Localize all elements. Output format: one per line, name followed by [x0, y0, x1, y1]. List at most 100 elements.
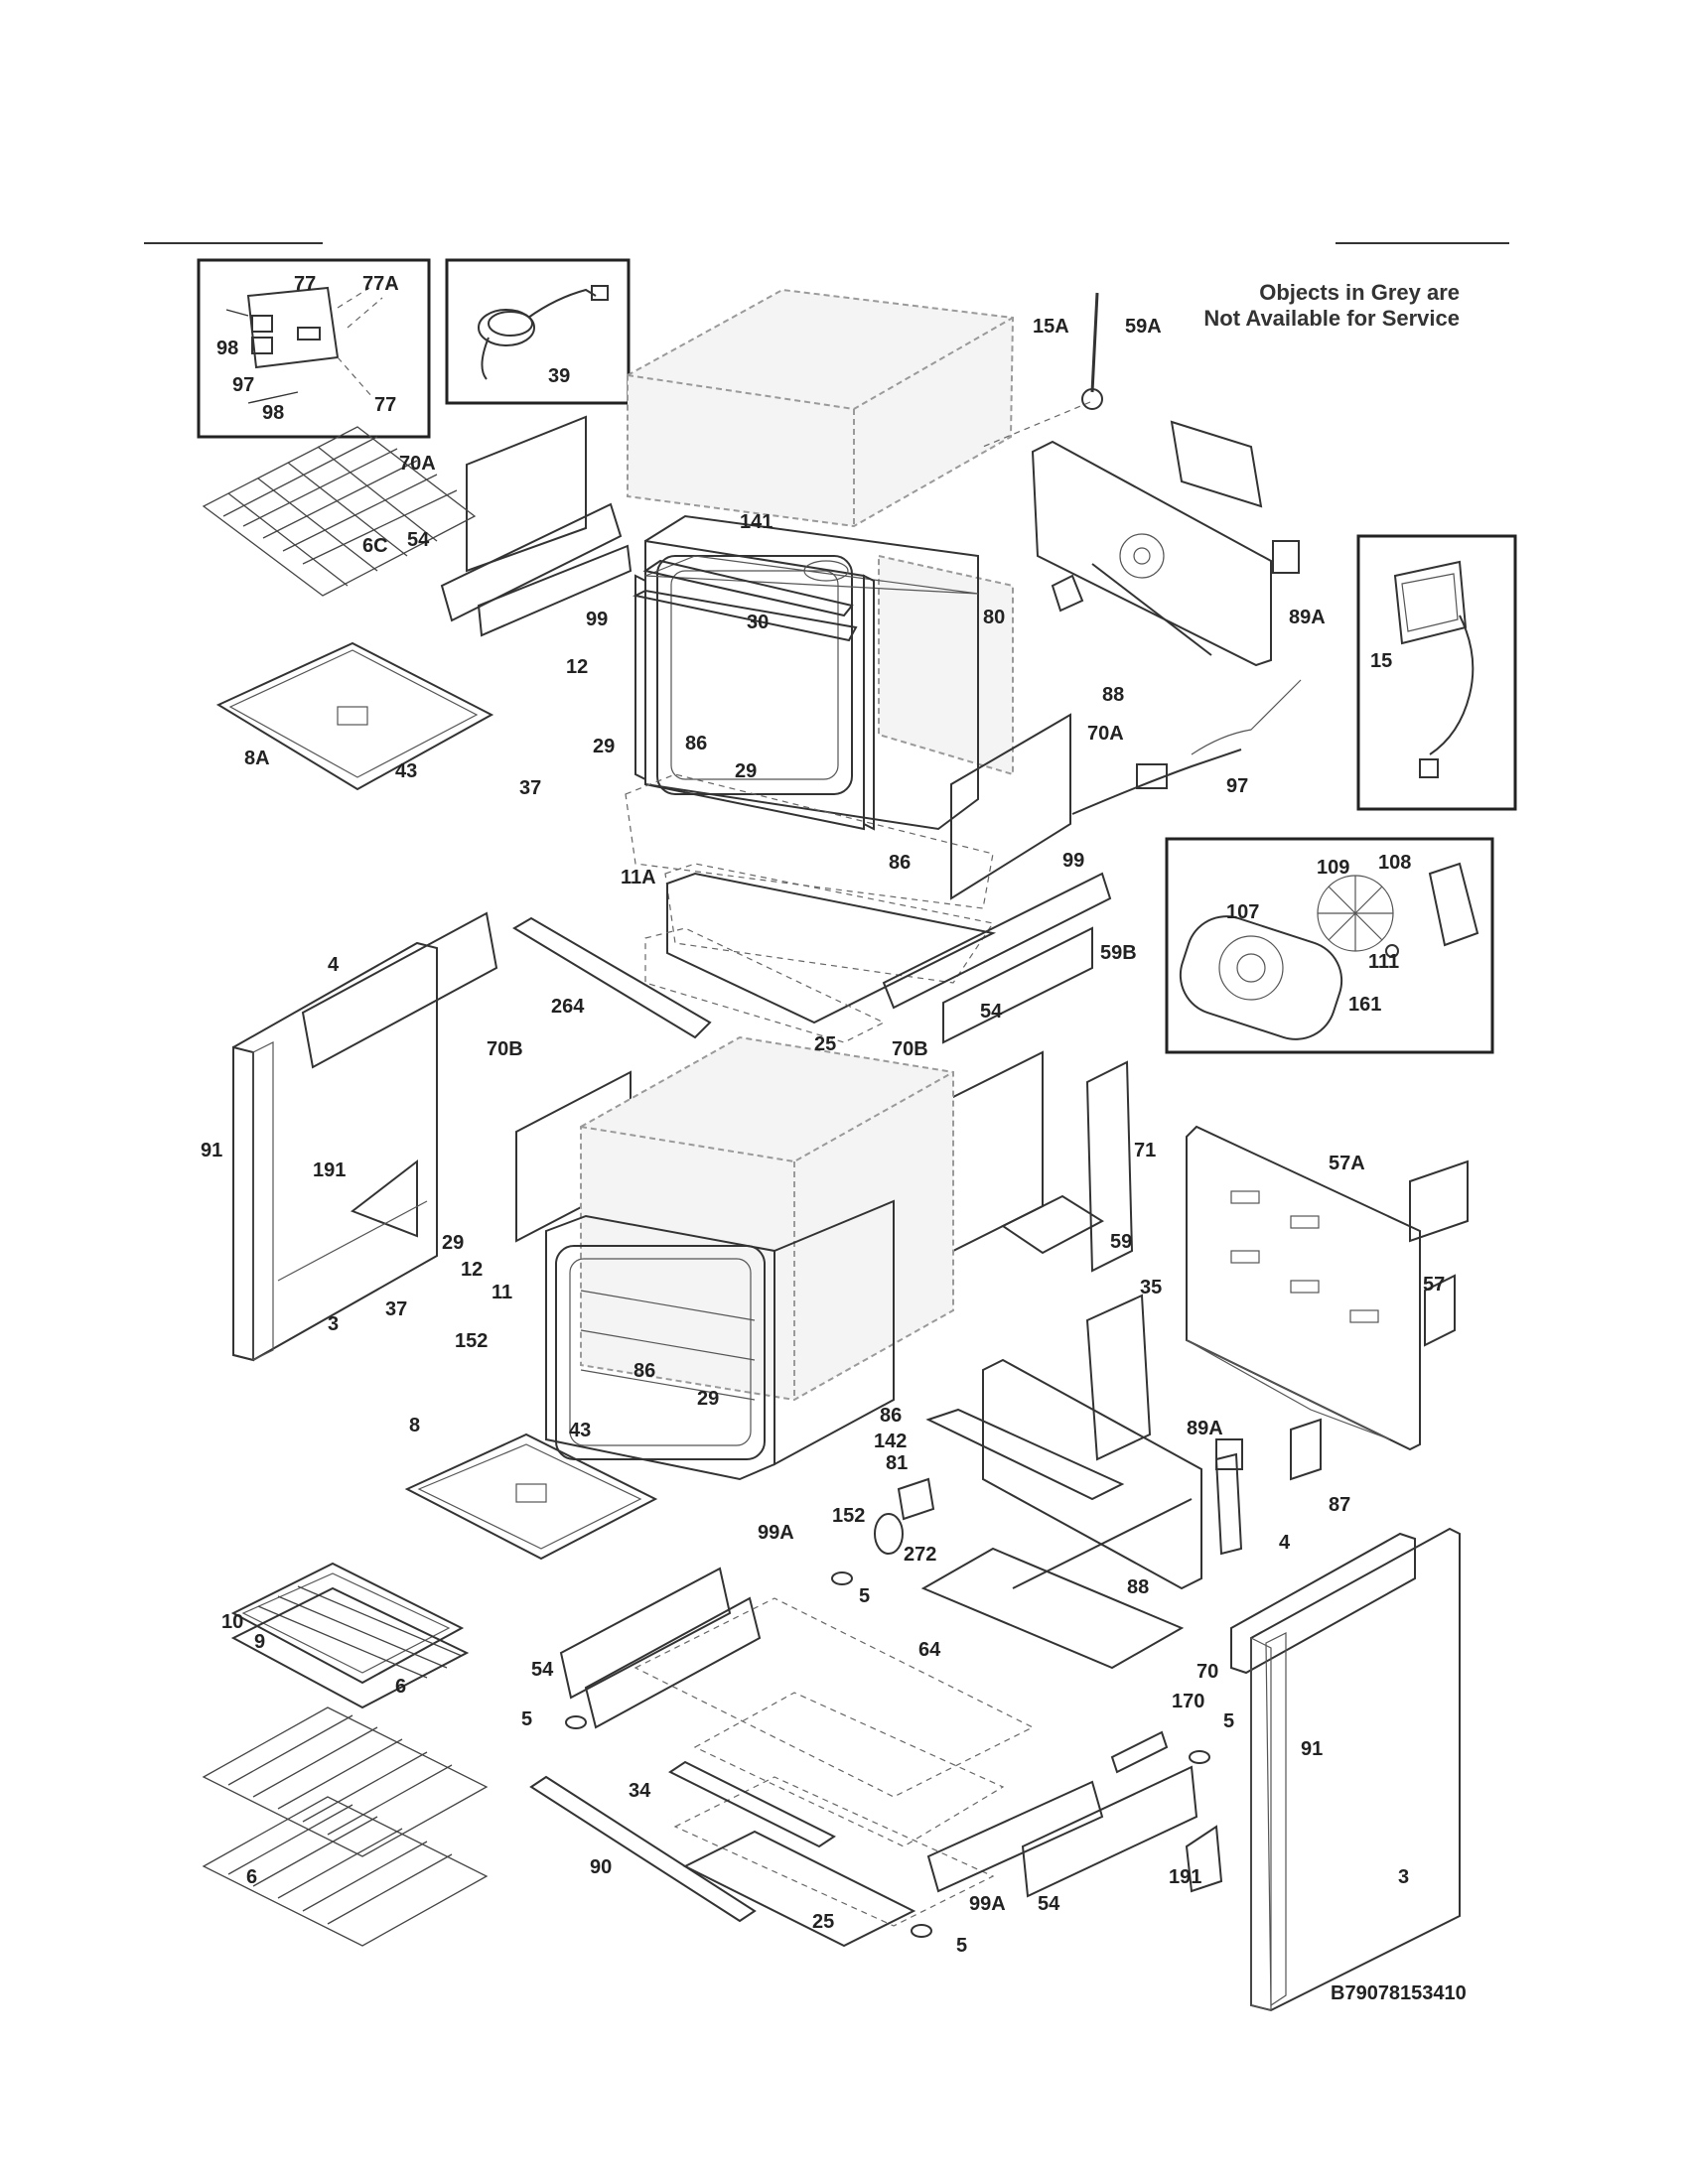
callout-57: 57: [1423, 1274, 1445, 1296]
diagram-code: B79078153410: [1331, 1982, 1467, 2004]
part-10-9-broil-pan: [230, 1562, 470, 1709]
callout-29: 29: [735, 760, 757, 782]
callout-3: 3: [1398, 1866, 1409, 1888]
callout-37: 37: [519, 777, 541, 799]
part-99-left: [477, 544, 633, 637]
part-59: [1001, 1194, 1104, 1255]
callout-11: 11: [492, 1282, 512, 1303]
part-97-harness: [1071, 679, 1302, 815]
callout-15: 15: [1370, 650, 1392, 672]
callout-5: 5: [1223, 1710, 1234, 1732]
inset-module-15: [1356, 534, 1517, 811]
part-141-lower: [632, 589, 858, 642]
upper-bottom-frame: [625, 773, 997, 1043]
callout-54: 54: [980, 1001, 1003, 1023]
callout-10: 10: [221, 1611, 243, 1633]
part-70a-right: [950, 713, 1071, 900]
callout-64: 64: [918, 1639, 941, 1661]
callout-5: 5: [521, 1708, 532, 1730]
rear-panel-71: [1186, 1125, 1469, 1451]
callout-71: 71: [1134, 1140, 1156, 1161]
callout-15a: 15A: [1033, 316, 1069, 338]
callout-4: 4: [328, 954, 340, 976]
callout-43: 43: [395, 760, 417, 782]
callout-43: 43: [569, 1420, 591, 1441]
callout-111: 111: [1368, 951, 1399, 973]
callout-6c: 6C: [362, 535, 388, 557]
callout-99a: 99A: [969, 1893, 1006, 1915]
callout-89a: 89A: [1187, 1418, 1223, 1439]
lower-cabinet-grey: [580, 1035, 954, 1402]
callout-87: 87: [1329, 1494, 1350, 1516]
callout-11a: 11A: [621, 867, 656, 888]
callout-99: 99: [586, 609, 608, 630]
callout-99: 99: [1062, 850, 1084, 872]
callout-9: 9: [254, 1631, 265, 1653]
part-54-mid: [942, 926, 1093, 1044]
part-34: [668, 1760, 836, 1848]
callout-81: 81: [886, 1452, 908, 1474]
callout-107: 107: [1226, 901, 1259, 923]
part-272: [874, 1513, 904, 1555]
callout-86: 86: [880, 1405, 902, 1427]
right-side-panel: [1230, 1527, 1461, 2012]
callout-141: 141: [740, 511, 773, 533]
callout-152: 152: [832, 1505, 865, 1527]
callout-77a: 77A: [362, 273, 399, 295]
callout-8: 8: [409, 1415, 420, 1436]
callout-86: 86: [685, 733, 707, 754]
callout-142: 142: [874, 1431, 907, 1452]
part-15a-sensor: [982, 292, 1103, 448]
callout-70b: 70B: [892, 1038, 928, 1060]
lower-internal-frame: [920, 1358, 1243, 1670]
callout-108: 108: [1378, 852, 1411, 874]
part-87: [1290, 1418, 1322, 1481]
part-70a-left: [466, 415, 587, 573]
callout-170: 170: [1172, 1691, 1204, 1712]
part-191-right: [1185, 1825, 1223, 1893]
note-line-1: Objects in Grey are: [1259, 280, 1460, 305]
callout-70a: 70A: [399, 453, 436, 475]
callout-8a: 8A: [244, 748, 270, 769]
callout-59a: 59A: [1125, 316, 1162, 338]
callout-272: 272: [904, 1544, 936, 1566]
callout-86: 86: [889, 852, 911, 874]
leveling-feet: [565, 1571, 1210, 1938]
part-99a-top: [584, 1596, 762, 1729]
part-99a-low: [926, 1780, 1104, 1893]
part-54-low: [559, 1567, 732, 1700]
callout-57a: 57A: [1329, 1153, 1365, 1174]
part-54-left: [440, 502, 623, 622]
callout-25: 25: [812, 1911, 834, 1933]
callout-6: 6: [246, 1866, 257, 1888]
callout-35: 35: [1140, 1277, 1162, 1298]
callout-88: 88: [1127, 1576, 1149, 1598]
note-line-2: Not Available for Service: [1203, 306, 1460, 331]
callout-90: 90: [590, 1856, 612, 1878]
callout-3: 3: [328, 1313, 339, 1335]
callout-12: 12: [566, 656, 588, 678]
callout-59: 59: [1110, 1231, 1132, 1253]
part-59b: [1085, 1060, 1134, 1273]
callout-4: 4: [1279, 1532, 1291, 1554]
callout-37: 37: [385, 1298, 407, 1320]
callout-77: 77: [374, 394, 396, 416]
callout-5: 5: [859, 1585, 870, 1607]
callout-34: 34: [629, 1780, 651, 1802]
part-6-racks: [202, 1706, 489, 1947]
callout-29: 29: [593, 736, 615, 757]
upper-rear-panel: [1031, 420, 1300, 667]
callout-77: 77: [294, 273, 316, 295]
upper-oven-liner: [634, 514, 979, 831]
inset-power-cord: [445, 258, 631, 405]
inset-convection-fan: [1165, 837, 1494, 1054]
part-8-pan: [404, 1433, 658, 1561]
part-170: [1110, 1730, 1169, 1774]
part-90: [529, 1775, 757, 1923]
part-89a-low: [1215, 1438, 1243, 1470]
callout-labels: 77 77A 98 97 98 77 39 15A 59A 89A 80 88 …: [201, 273, 1445, 1957]
callout-152: 152: [455, 1330, 488, 1352]
callout-264: 264: [551, 996, 585, 1018]
lower-base-frame: [633, 1597, 1035, 1948]
